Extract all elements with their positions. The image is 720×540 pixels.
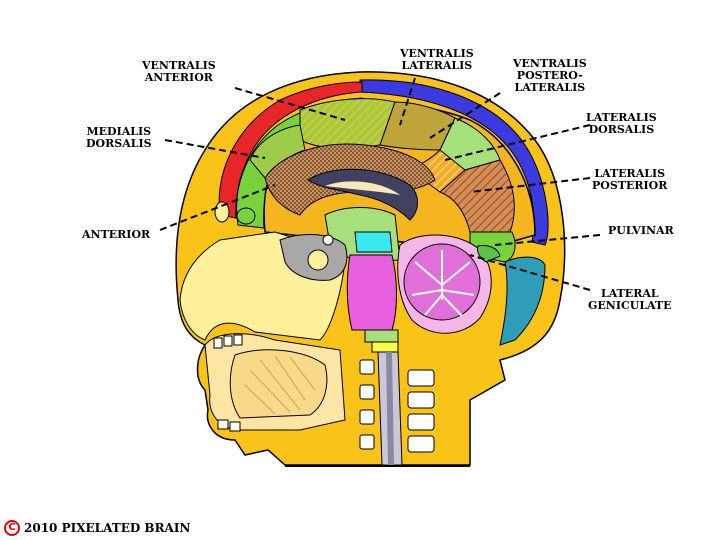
scalp-blue-band	[359, 79, 549, 246]
pons-magenta	[346, 254, 397, 331]
vertebrae	[359, 359, 435, 453]
spinal-canal	[386, 352, 394, 465]
copyright-icon: C	[4, 520, 20, 536]
label-ventralis-lateralis: VENTRALIS LATERALIS	[400, 47, 474, 72]
region-ventralis-anterior	[299, 98, 396, 149]
label-anterior: ANTERIOR	[82, 228, 151, 241]
pituitary	[307, 249, 329, 271]
medulla-yellow	[371, 341, 399, 353]
label-medialis-dorsalis: MEDIALIS DORSALIS	[86, 125, 152, 150]
label-ventralis-posterolateralis: VENTRALIS POSTERO- LATERALIS	[513, 57, 587, 94]
label-lateral-geniculate: LATERAL GENICULATE	[588, 287, 672, 312]
tongue-fibers	[244, 355, 316, 415]
label-ventralis-anterior: VENTRALIS ANTERIOR	[142, 59, 216, 84]
label-lateralis-dorsalis: LATERALIS DORSALIS	[586, 111, 657, 136]
frontal-red-region	[218, 81, 363, 219]
copyright-text: 2010 PIXELATED BRAIN	[24, 521, 191, 535]
frontal-sinus-green	[236, 207, 256, 225]
upper-teeth	[213, 334, 243, 349]
medulla-green	[364, 329, 399, 343]
copyright-notice: C 2010 PIXELATED BRAIN	[4, 520, 190, 536]
arbor-vitae	[411, 250, 475, 317]
sinus-yellow	[214, 201, 230, 223]
lower-teeth	[217, 419, 241, 432]
pointer-lines	[159, 77, 601, 291]
midbrain-cyan	[354, 231, 393, 253]
label-pulvinar: PULVINAR	[608, 224, 674, 237]
optic-chiasm	[322, 234, 334, 246]
fornix-arc	[325, 181, 400, 195]
label-lateralis-posterior: LATERALIS POSTERIOR	[592, 167, 668, 192]
corpus-callosum	[307, 168, 418, 221]
occipital-teal	[499, 256, 546, 346]
